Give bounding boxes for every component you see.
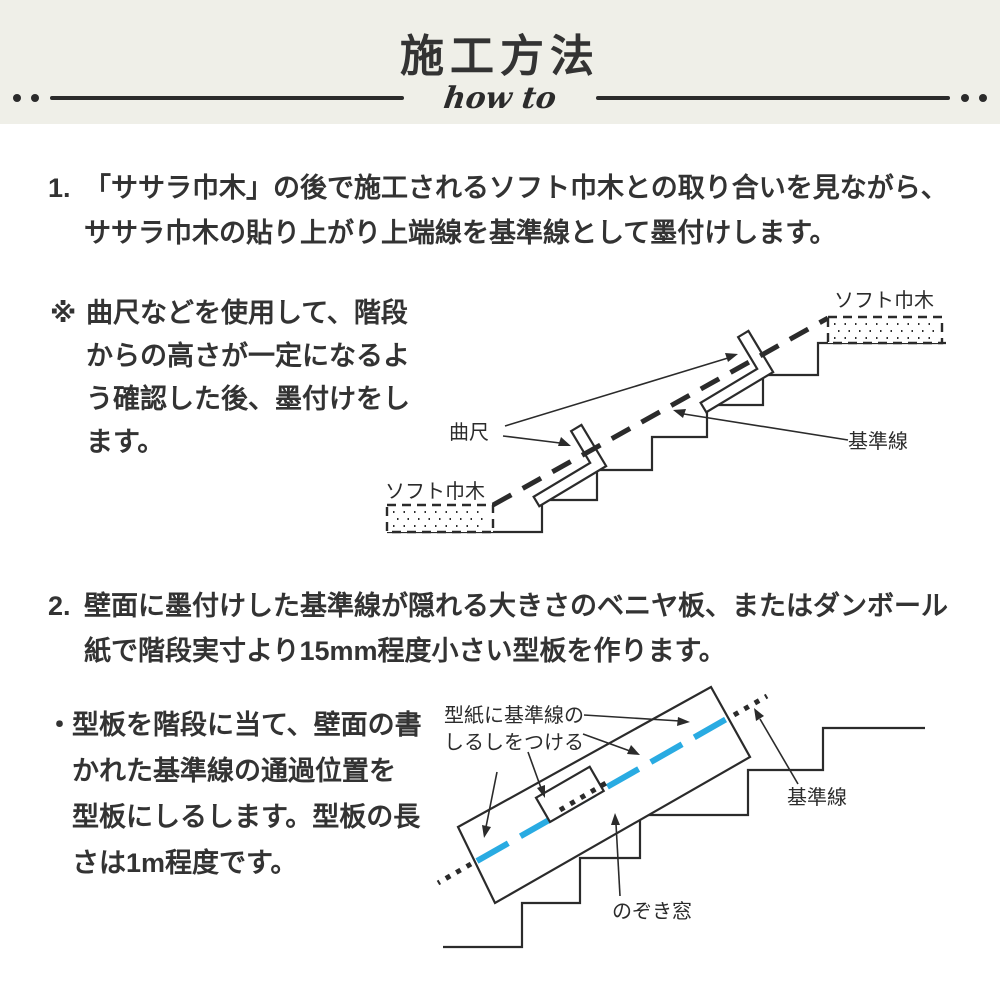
note-paragraph: ※ 曲尺などを使用して、階段からの高さが一定になるよう確認した後、墨付けをします… [50, 292, 418, 464]
diagram-template-board: 型紙に基準線の しるしをつける 基準線 のぞき窓 [436, 685, 925, 949]
reference-dashed-line [491, 315, 830, 508]
carpenter-square-upper [699, 329, 775, 414]
label-carpenters-square: 曲尺 [449, 421, 489, 444]
bullet-paragraph: ・ 型板を階段に当て、壁面の書かれた基準線の通過位置を型板にしるします。型板の長… [46, 702, 422, 886]
rule-dot-icon [13, 94, 21, 102]
label-mark-instruction-line1: 型紙に基準線の [444, 704, 584, 727]
step-2-number: 2. [48, 591, 71, 621]
label-soft-skirting-top: ソフト巾木 [834, 289, 934, 312]
stairs-outline [443, 726, 925, 949]
reference-dotted-line-top [732, 693, 769, 718]
label-peep-window: のぞき窓 [612, 900, 692, 923]
soft-skirting-box-bottom [385, 503, 495, 534]
rule-dot-icon [961, 94, 969, 102]
page-subtitle: how to [441, 80, 559, 116]
rule-line-left [50, 96, 405, 100]
reference-dotted-line-bottom [436, 861, 473, 886]
label-reference-line: 基準線 [787, 786, 847, 809]
soft-skirting-box-top [826, 315, 944, 345]
page-title: 施工方法 [400, 32, 600, 81]
step-2-paragraph: 2. 壁面に墨付けした基準線が隠れる大きさのベニヤ板、またはダンボール紙で階段実… [48, 584, 964, 674]
label-reference-line: 基準線 [848, 430, 908, 453]
label-mark-instruction-line2: しるしをつける [444, 732, 584, 754]
rule-dot-icon [979, 94, 987, 102]
header-decorative-rule: how to [0, 80, 1000, 116]
step-1-number: 1. [48, 173, 71, 203]
label-soft-skirting-bottom: ソフト巾木 [385, 480, 485, 503]
note-marker: ※ [50, 298, 77, 328]
template-board [456, 685, 752, 905]
callout-arrows [482, 708, 799, 897]
peep-window [534, 765, 608, 824]
page-header: 施工方法 how to [0, 0, 1000, 124]
diagram-marking-reference-line: ソフト巾木 ソフト巾木 曲尺 基準線 [385, 289, 946, 534]
note-text: 曲尺などを使用して、階段からの高さが一定になるよう確認した後、墨付けをします。 [86, 298, 410, 457]
step-2-text: 壁面に墨付けした基準線が隠れる大きさのベニヤ板、またはダンボール紙で階段実寸より… [84, 591, 948, 666]
rule-line-right [595, 96, 950, 100]
step-1-text: 「ササラ巾木」の後で施工されるソフト巾木との取り合いを見ながら、ササラ巾木の貼り… [84, 173, 948, 248]
bullet-text: 型板を階段に当て、壁面の書かれた基準線の通過位置を型板にしるします。型板の長さは… [72, 710, 422, 878]
carpenter-square-lower [532, 423, 608, 508]
callout-arrows [502, 353, 849, 446]
bullet-marker: ・ [46, 710, 73, 740]
step-1-paragraph: 1. 「ササラ巾木」の後で施工されるソフト巾木との取り合いを見ながら、ササラ巾木… [48, 166, 962, 256]
rule-dot-icon [31, 94, 39, 102]
